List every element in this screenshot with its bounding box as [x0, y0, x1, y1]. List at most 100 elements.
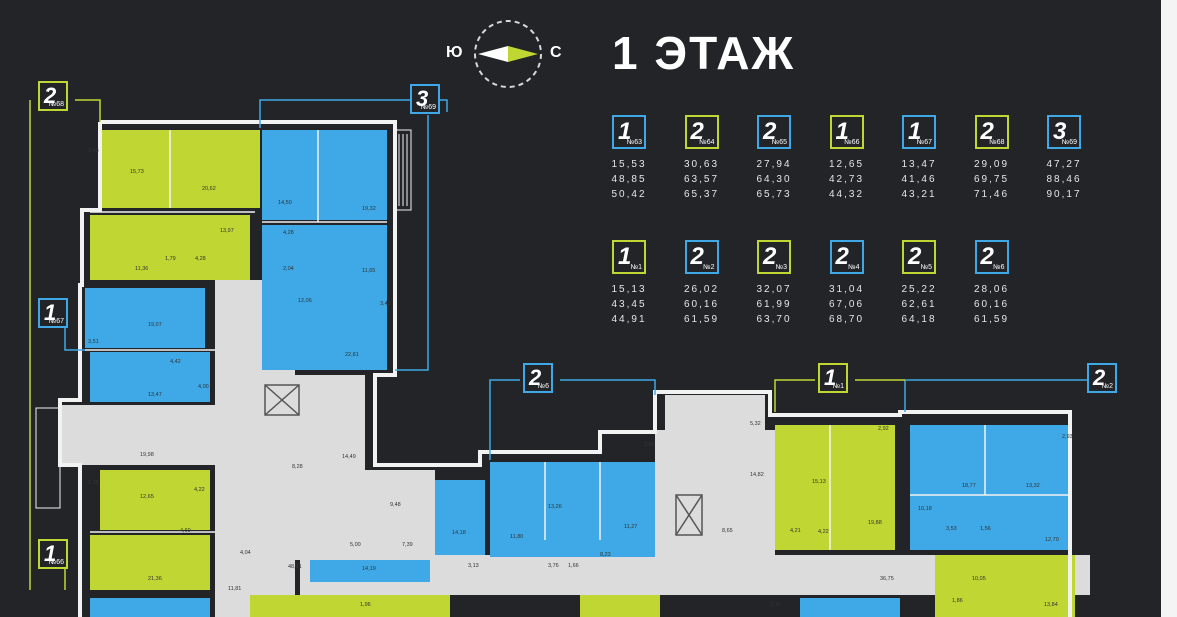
room-area-label: 4,28	[283, 230, 294, 236]
room-area-label: 10,05	[972, 576, 986, 582]
room-area-label: 15,13	[812, 479, 826, 485]
tag-apartment-number: №1	[832, 383, 844, 390]
tag-room-count: 1	[44, 541, 57, 566]
total-area: 64,30	[756, 174, 792, 185]
total-area-with-balcony: 64,18	[901, 314, 937, 325]
tag-apartment-number: №68	[48, 101, 64, 108]
room-area-label: 4,42	[170, 359, 181, 365]
room-area-label: 20,62	[202, 186, 216, 192]
floor-title: 1 ЭТАЖ	[612, 27, 796, 79]
apartment-number: №67	[916, 139, 932, 146]
total-area: 41,46	[901, 174, 937, 185]
total-area-with-balcony: 44,91	[611, 314, 647, 325]
living-area: 15,53	[611, 159, 647, 170]
apartment-number: №66	[844, 139, 860, 146]
room-area-label: 12,70	[1045, 537, 1059, 543]
room-area-label: 15,73	[130, 169, 144, 175]
apartment-69-room2	[262, 225, 387, 370]
total-area-with-balcony: 50,42	[611, 189, 647, 200]
room-area-label: 12,65	[140, 494, 154, 500]
lobby-left	[295, 470, 435, 560]
tag-room-count: 2	[44, 83, 57, 108]
living-area: 30,63	[683, 159, 720, 170]
total-area: 48,85	[611, 174, 647, 185]
room-area-label: 3,53	[946, 526, 957, 532]
apartment-63-room	[90, 598, 210, 617]
outer-wall-west2	[58, 122, 102, 617]
room-area-label: 19,98	[140, 452, 154, 458]
room-area-label: 1,56	[980, 526, 991, 532]
room-area-label: 8,23	[600, 552, 611, 558]
room-area-label: 11,65	[362, 268, 375, 274]
room-count: 2	[690, 243, 704, 270]
apartment-1-room	[775, 425, 895, 550]
living-area: 28,06	[973, 284, 1010, 295]
apartment-3-room2	[580, 595, 660, 617]
living-area: 26,02	[683, 284, 720, 295]
room-area-label: 14,50	[278, 200, 292, 206]
total-area: 60,16	[683, 299, 720, 310]
room-area-label: 2,93	[1062, 434, 1073, 440]
room-area-label: 10,18	[918, 506, 932, 512]
room-area-label: 13,84	[1044, 602, 1058, 608]
apartment-number: №3	[775, 264, 787, 271]
total-area-with-balcony: 65,37	[683, 189, 720, 200]
total-area-with-balcony: 61,59	[973, 314, 1010, 325]
total-area: 42,73	[828, 174, 865, 185]
apartment-5-room	[935, 555, 1075, 617]
apartment-69-room	[262, 130, 387, 220]
room-area-label: 14,19	[362, 566, 376, 572]
room-area-label: 11,27	[624, 524, 637, 530]
corridor-west	[60, 405, 220, 465]
page-edge	[1161, 0, 1177, 617]
tag-room-count: 3	[416, 86, 429, 111]
total-area: 61,99	[756, 299, 792, 310]
apartment-number: №2	[703, 264, 715, 271]
apartment-6-room	[490, 462, 655, 557]
living-area: 15,13	[611, 284, 647, 295]
apartment-number: №4	[848, 264, 860, 271]
room-area-label: 13,32	[1026, 483, 1040, 489]
room-area-label: 22,81	[345, 352, 359, 358]
apartment-number: №65	[771, 139, 787, 146]
room-area-label: 3,11	[770, 602, 780, 608]
room-area-label: 13,97	[220, 228, 234, 234]
compass-south-label: Ю	[446, 44, 463, 61]
room-area-label: 8,28	[292, 464, 303, 470]
room-area-label: 4,60	[180, 528, 191, 534]
living-area: 29,09	[973, 159, 1010, 170]
room-area-label: 4,21	[790, 528, 801, 534]
living-area: 12,65	[828, 159, 865, 170]
elevator-icon	[264, 384, 300, 416]
room-area-label: 1,96	[360, 602, 371, 608]
room-area-label: 21,36	[148, 576, 162, 582]
compass-north-label: С	[550, 44, 562, 61]
room-count: 1	[618, 243, 632, 270]
apartment-6-room2	[435, 480, 485, 555]
room-area-label: 19,88	[868, 520, 882, 526]
apartment-68-room	[100, 130, 260, 208]
apartment-number: №5	[920, 264, 932, 271]
tag-room-count: 1	[44, 300, 57, 325]
tag-apartment-number: №66	[48, 559, 64, 566]
room-area-label: 11,36	[135, 266, 148, 272]
